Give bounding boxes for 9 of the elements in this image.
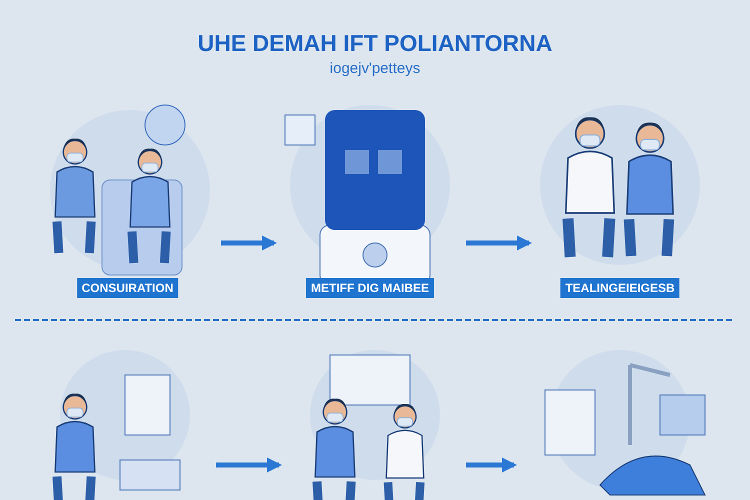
step-label: TEALINGEIEIGESB <box>560 278 680 298</box>
subtitle: iogejv'petteys <box>328 60 422 77</box>
step-label: METIFF DIG MAIBEE <box>306 278 434 298</box>
arrow <box>466 458 517 472</box>
arrow <box>221 236 277 250</box>
step-label: CONSUIRATION <box>76 278 178 298</box>
arrow <box>466 236 532 250</box>
arrow <box>216 458 282 472</box>
title: UHE DEMAH IFT POLIANTORNA <box>196 30 554 57</box>
